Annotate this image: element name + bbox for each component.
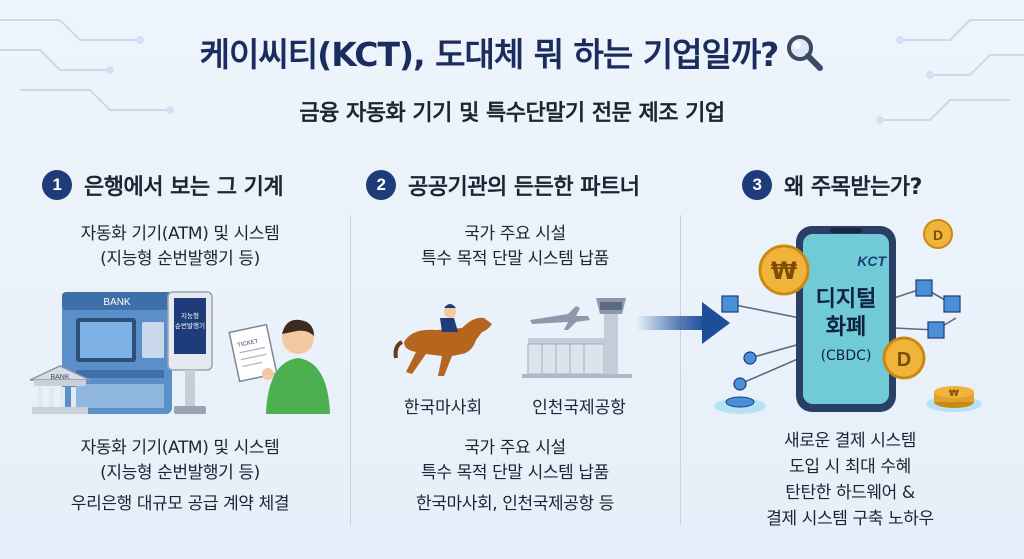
- queue-kiosk-icon: 지능형 순번발행기: [167, 291, 213, 414]
- heading-text: 은행에서 보는 그 기계: [84, 175, 284, 200]
- glow-pad-left: [714, 398, 766, 414]
- kiosk-screen-line-2: 순번발행기: [175, 321, 205, 330]
- text-line: 결제 시스템 구축 노하우: [766, 509, 934, 529]
- text-line: 도입 시 최대 수혜: [789, 457, 911, 477]
- won-coin-stack-icon: ₩: [934, 386, 974, 408]
- atm-sign: BANK: [103, 297, 131, 308]
- ticket-text: TICKET: [237, 339, 259, 349]
- page-title: 케이씨티(KCT), 도대체 뭐 하는 기업일까?: [0, 28, 1024, 80]
- column-1-heading: 1 은행에서 보는 그 기계: [42, 168, 284, 202]
- text-line: 국가 주요 시설: [464, 438, 566, 458]
- page-subtitle: 금융 자동화 기기 및 특수단말기 전문 제조 기업: [299, 101, 725, 126]
- column-1-bottom-text: 자동화 기기(ATM) 및 시스템 (지능형 순번발행기 등) 우리은행 대규모…: [30, 436, 330, 517]
- network-lines: [729, 287, 957, 385]
- network-nodes: [721, 279, 961, 391]
- bank-atm-illustration: BANK BANK 지능형 순번발행기 TICKET: [29, 291, 330, 414]
- column-2-top-text: 국가 주요 시설 특수 목적 단말 시스템 납품: [360, 222, 670, 272]
- column-3-bottom-text: 새로운 결제 시스템 도입 시 최대 수혜 탄탄한 하드웨어 & 결제 시스템 …: [690, 428, 1010, 532]
- blue-token-icon: [725, 396, 755, 408]
- label-incheon-airport: 인천국제공항: [532, 398, 626, 418]
- svg-text:D: D: [933, 227, 943, 243]
- arrow-right-icon: [636, 302, 730, 344]
- column-3-heading: 3 왜 주목받는가?: [742, 168, 922, 202]
- label-kra: 한국마사회: [403, 398, 483, 418]
- kiosk-screen-line-1: 지능형: [181, 311, 199, 320]
- coin-symbol-2: D: [897, 349, 911, 371]
- text-line: 특수 목적 단말 시스템 납품: [421, 249, 609, 269]
- circuit-decoration-right: [876, 19, 1024, 124]
- text-line: 자동화 기기(ATM) 및 시스템: [80, 224, 280, 244]
- coin-symbol-1: ₩: [771, 257, 798, 285]
- text-line: (지능형 순번발행기 등): [100, 463, 260, 483]
- column-1-top-text: 자동화 기기(ATM) 및 시스템 (지능형 순번발행기 등): [30, 222, 330, 272]
- d-coin-icon: D: [882, 336, 926, 380]
- circuit-decoration-left: [0, 19, 174, 114]
- column-divider-1: [350, 215, 351, 525]
- phone-brand: KCT: [857, 253, 887, 269]
- column-divider-2: [680, 215, 681, 525]
- text-line: 새로운 결제 시스템: [784, 431, 916, 451]
- phone-line-2: 화폐: [826, 315, 866, 340]
- public-partners-illustration: [393, 298, 632, 378]
- magnifier-icon: [784, 32, 824, 80]
- heading-text: 왜 주목받는가?: [784, 175, 922, 200]
- title-text: 케이씨티(KCT), 도대체 뭐 하는 기업일까?: [199, 35, 780, 74]
- column-2-footer: 한국마사회, 인천국제공항 등: [416, 494, 614, 514]
- airport-tower-icon: [522, 298, 632, 378]
- heading-text: 공공기관의 든든한 파트너: [408, 175, 640, 200]
- text-line: (지능형 순번발행기 등): [100, 249, 260, 269]
- atm-icon: BANK: [62, 292, 172, 414]
- column-2-heading: 2 공공기관의 든든한 파트너: [366, 168, 640, 202]
- d-coin-top-icon: D: [923, 219, 953, 249]
- text-line: 국가 주요 시설: [464, 224, 566, 244]
- step-badge-3: 3: [742, 170, 772, 200]
- cbdc-illustration: KCT 디지털 화폐 (CBDC) ₩ D D ₩: [714, 219, 982, 414]
- step-badge-2: 2: [366, 170, 396, 200]
- smartphone-icon: KCT 디지털 화폐 (CBDC): [796, 226, 896, 412]
- bank-building-icon: BANK: [29, 365, 91, 414]
- person-holding-ticket-icon: TICKET: [228, 319, 330, 414]
- racehorse-icon: [393, 304, 492, 376]
- won-coin-icon: ₩: [758, 244, 810, 296]
- bank-building-sign: BANK: [50, 374, 69, 381]
- text-line: 자동화 기기(ATM) 및 시스템: [80, 438, 280, 458]
- column-1-footer: 우리은행 대규모 공급 계약 체결: [70, 494, 290, 514]
- phone-line-3: (CBDC): [821, 348, 872, 364]
- coin-symbol-3: ₩: [949, 389, 959, 399]
- column-2-bottom-text: 국가 주요 시설 특수 목적 단말 시스템 납품 한국마사회, 인천국제공항 등: [360, 436, 670, 517]
- step-badge-1: 1: [42, 170, 72, 200]
- text-line: 탄탄한 하드웨어 &: [785, 483, 915, 503]
- glow-pad-right: [926, 396, 982, 412]
- phone-line-1: 디지털: [816, 287, 877, 312]
- text-line: 특수 목적 단말 시스템 납품: [421, 463, 609, 483]
